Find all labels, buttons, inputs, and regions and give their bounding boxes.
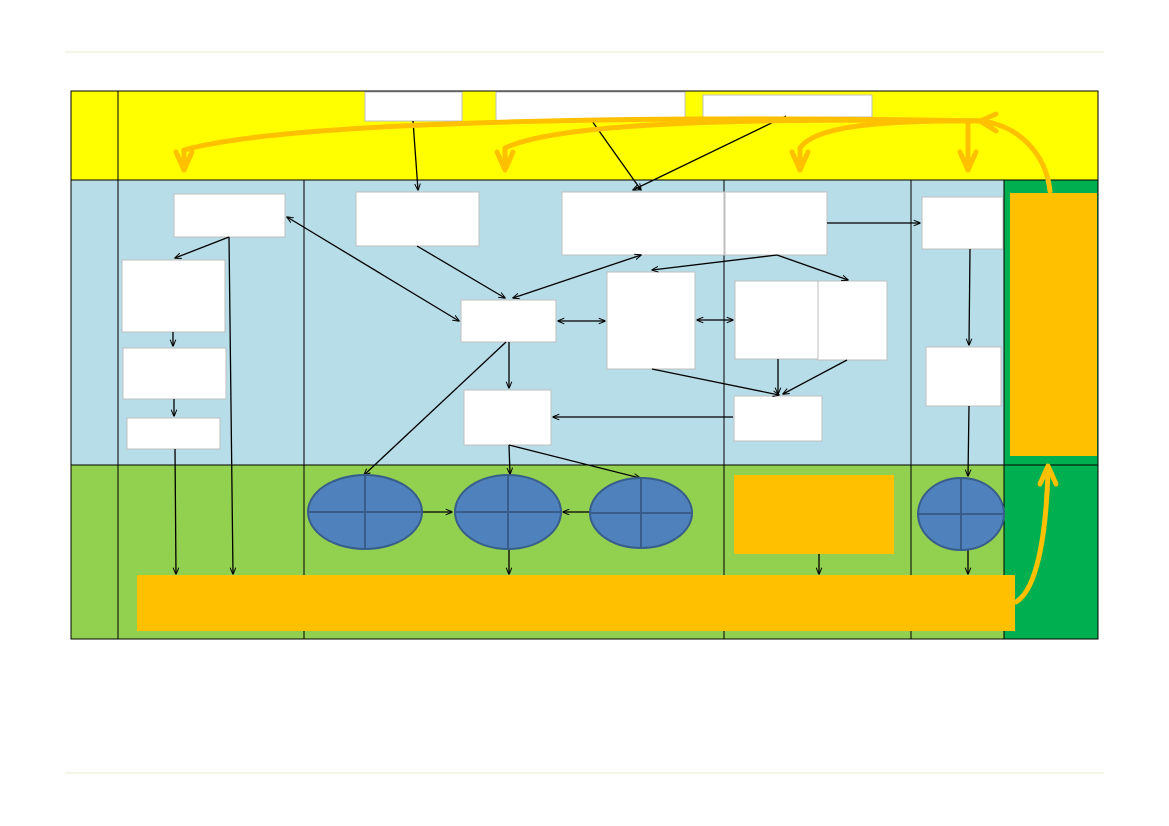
top-box-1 [364, 91, 463, 122]
box-col3-right [817, 280, 888, 361]
box-col2-lower [463, 389, 552, 446]
ellipse-3 [589, 477, 693, 549]
box-col2-tall [606, 271, 696, 370]
box-col1-b [122, 347, 227, 400]
box-col1-top [173, 193, 286, 238]
box-col1-c [126, 417, 221, 450]
box-col1-a [121, 259, 226, 333]
orange-feedback-arrows [173, 111, 1059, 605]
box-col3-left [734, 280, 820, 360]
ellipse-1 [307, 474, 423, 550]
ellipse-2 [454, 474, 562, 550]
orange-bar-bottom [137, 575, 1015, 631]
box-col2-top-right [561, 191, 725, 256]
connector-arrows [173, 115, 970, 574]
box-col2-top-left [355, 191, 480, 247]
box-col3-bottom [733, 395, 823, 442]
ellipse-4 [917, 477, 1005, 551]
orange-box-right-column [1010, 193, 1097, 456]
box-col4-top [921, 196, 1004, 250]
box-col3-top [724, 191, 828, 256]
top-box-3 [702, 94, 873, 118]
top-box-2 [495, 91, 686, 122]
orange-box-col3-bottom [734, 475, 894, 554]
box-col2-center [460, 299, 557, 343]
grid-lines [70, 90, 1099, 640]
box-col4-mid [925, 346, 1002, 407]
